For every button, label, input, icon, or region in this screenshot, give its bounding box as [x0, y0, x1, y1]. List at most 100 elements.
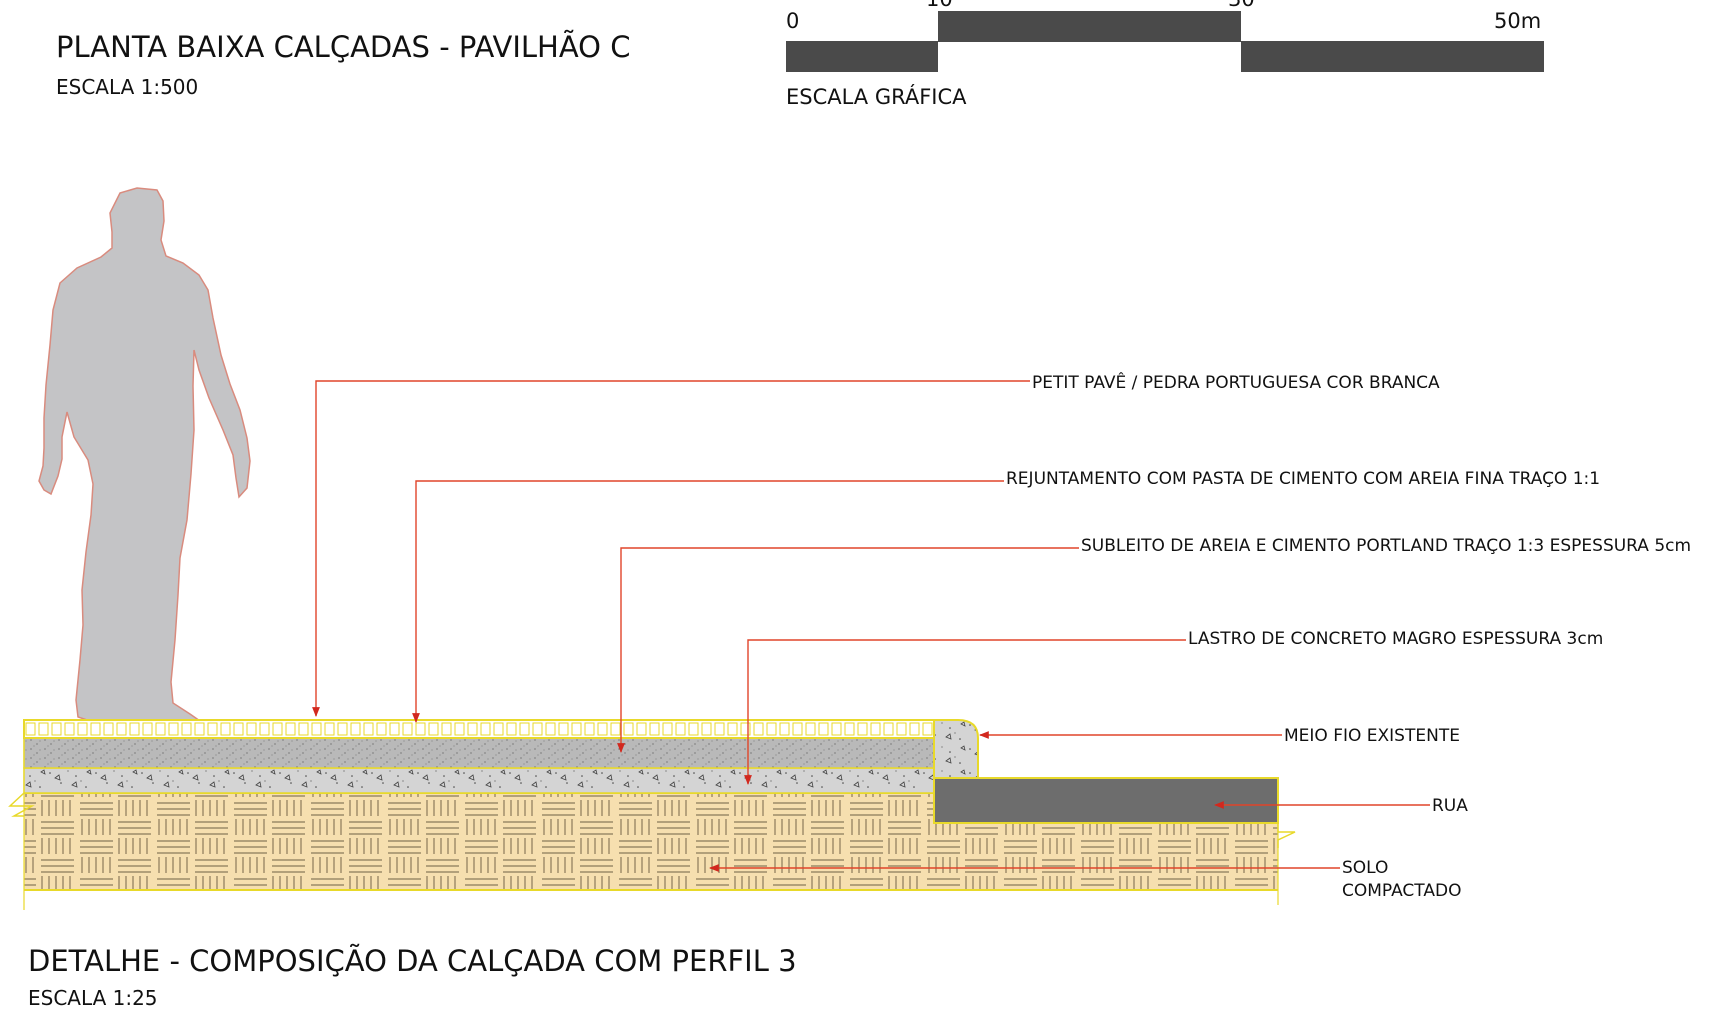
pave-stone: [233, 722, 244, 736]
pave-stone: [129, 722, 140, 736]
pave-stone: [376, 722, 387, 736]
graphic-scale-label: ESCALA GRÁFICA: [786, 85, 967, 109]
pave-stone: [701, 722, 712, 736]
pave-stone: [480, 722, 491, 736]
concrete-layer: [23, 767, 935, 794]
pave-stone: [454, 722, 465, 736]
pave-stone: [116, 722, 127, 736]
scale-tick-0: 0: [786, 9, 800, 33]
callout-lastro: LASTRO DE CONCRETO MAGRO ESPESSURA 3cm: [1188, 629, 1604, 649]
pave-stone: [870, 722, 881, 736]
graphic-scale-bar: [786, 11, 1544, 72]
pave-stone: [324, 722, 335, 736]
pave-stone: [831, 722, 842, 736]
pave-stone: [584, 722, 595, 736]
pave-stone: [285, 722, 296, 736]
pave-stone: [441, 722, 452, 736]
pave-stone: [259, 722, 270, 736]
pave-stone: [402, 722, 413, 736]
pave-stone: [350, 722, 361, 736]
pave-stone: [753, 722, 764, 736]
pave-stone: [727, 722, 738, 736]
plan-scale: ESCALA 1:500: [56, 75, 199, 99]
pave-stone: [688, 722, 699, 736]
pave-stone: [389, 722, 400, 736]
pave-stone: [207, 722, 218, 736]
petit-pave-layer: [23, 719, 935, 739]
pave-stone: [922, 722, 933, 736]
pave-stone: [77, 722, 88, 736]
pave-stone: [649, 722, 660, 736]
pave-stone: [532, 722, 543, 736]
scale-segment-10-30: [938, 11, 1241, 42]
pave-stone: [636, 722, 647, 736]
pave-stone: [779, 722, 790, 736]
pave-stone: [610, 722, 621, 736]
pave-stone: [545, 722, 556, 736]
pave-stone: [519, 722, 530, 736]
pave-stone: [675, 722, 686, 736]
pave-stone: [194, 722, 205, 736]
pave-stone: [38, 722, 49, 736]
pave-stone: [623, 722, 634, 736]
pave-stone: [415, 722, 426, 736]
scale-tick-50m: 50m: [1494, 9, 1542, 33]
pave-stone: [155, 722, 166, 736]
plan-title: PLANTA BAIXA CALÇADAS - PAVILHÃO C: [56, 30, 631, 64]
callout-meio-fio: MEIO FIO EXISTENTE: [1284, 726, 1460, 746]
pave-stone: [246, 722, 257, 736]
callout-petit-pave: PETIT PAVÊ / PEDRA PORTUGUESA COR BRANCA: [1032, 373, 1440, 393]
callout-rua: RUA: [1432, 796, 1468, 816]
pave-stone: [506, 722, 517, 736]
pave-stone: [766, 722, 777, 736]
pave-stone: [740, 722, 751, 736]
pave-stone: [337, 722, 348, 736]
detail-scale: ESCALA 1:25: [28, 986, 158, 1010]
pave-stone: [428, 722, 439, 736]
pave-stone: [818, 722, 829, 736]
leader-lastro: [744, 639, 1186, 785]
street: [933, 777, 1279, 824]
pave-stone: [103, 722, 114, 736]
pave-stone: [168, 722, 179, 736]
leader-lines: [312, 380, 1430, 872]
pave-stone: [51, 722, 62, 736]
leader-rejuntamento: [412, 480, 1004, 723]
pave-stone: [662, 722, 673, 736]
detail-title: DETALHE - COMPOSIÇÃO DA CALÇADA COM PERF…: [28, 944, 797, 978]
pave-stone: [220, 722, 231, 736]
pave-stone: [64, 722, 75, 736]
pave-stone: [142, 722, 153, 736]
leader-petit-pave: [312, 380, 1030, 717]
pave-stone: [909, 722, 920, 736]
curb: [933, 719, 979, 779]
callout-rejuntamento: REJUNTAMENTO COM PASTA DE CIMENTO COM AR…: [1006, 469, 1601, 489]
human-figure: [38, 187, 251, 729]
scale-segment-0-10: [786, 41, 938, 72]
pave-stone: [571, 722, 582, 736]
callout-solo-line1: SOLO: [1342, 858, 1389, 878]
pave-stone: [493, 722, 504, 736]
pave-stone: [90, 722, 101, 736]
pave-stone: [714, 722, 725, 736]
pave-stone: [896, 722, 907, 736]
pave-stone: [298, 722, 309, 736]
pave-stone: [467, 722, 478, 736]
pave-stone: [25, 722, 36, 736]
scale-segment-30-50: [1241, 41, 1544, 72]
pave-stone: [883, 722, 894, 736]
mortar-layer: [23, 737, 935, 769]
pave-stone: [597, 722, 608, 736]
pave-stone: [363, 722, 374, 736]
pave-stone: [311, 722, 322, 736]
pave-stone: [792, 722, 803, 736]
pave-stone: [844, 722, 855, 736]
pave-stone: [558, 722, 569, 736]
scale-tick-10: 10: [926, 0, 953, 11]
pave-stone: [181, 722, 192, 736]
pave-stone: [272, 722, 283, 736]
callout-solo-line2: COMPACTADO: [1342, 881, 1462, 901]
leader-subleito: [617, 547, 1079, 753]
callout-subleito: SUBLEITO DE AREIA E CIMENTO PORTLAND TRA…: [1081, 536, 1692, 556]
